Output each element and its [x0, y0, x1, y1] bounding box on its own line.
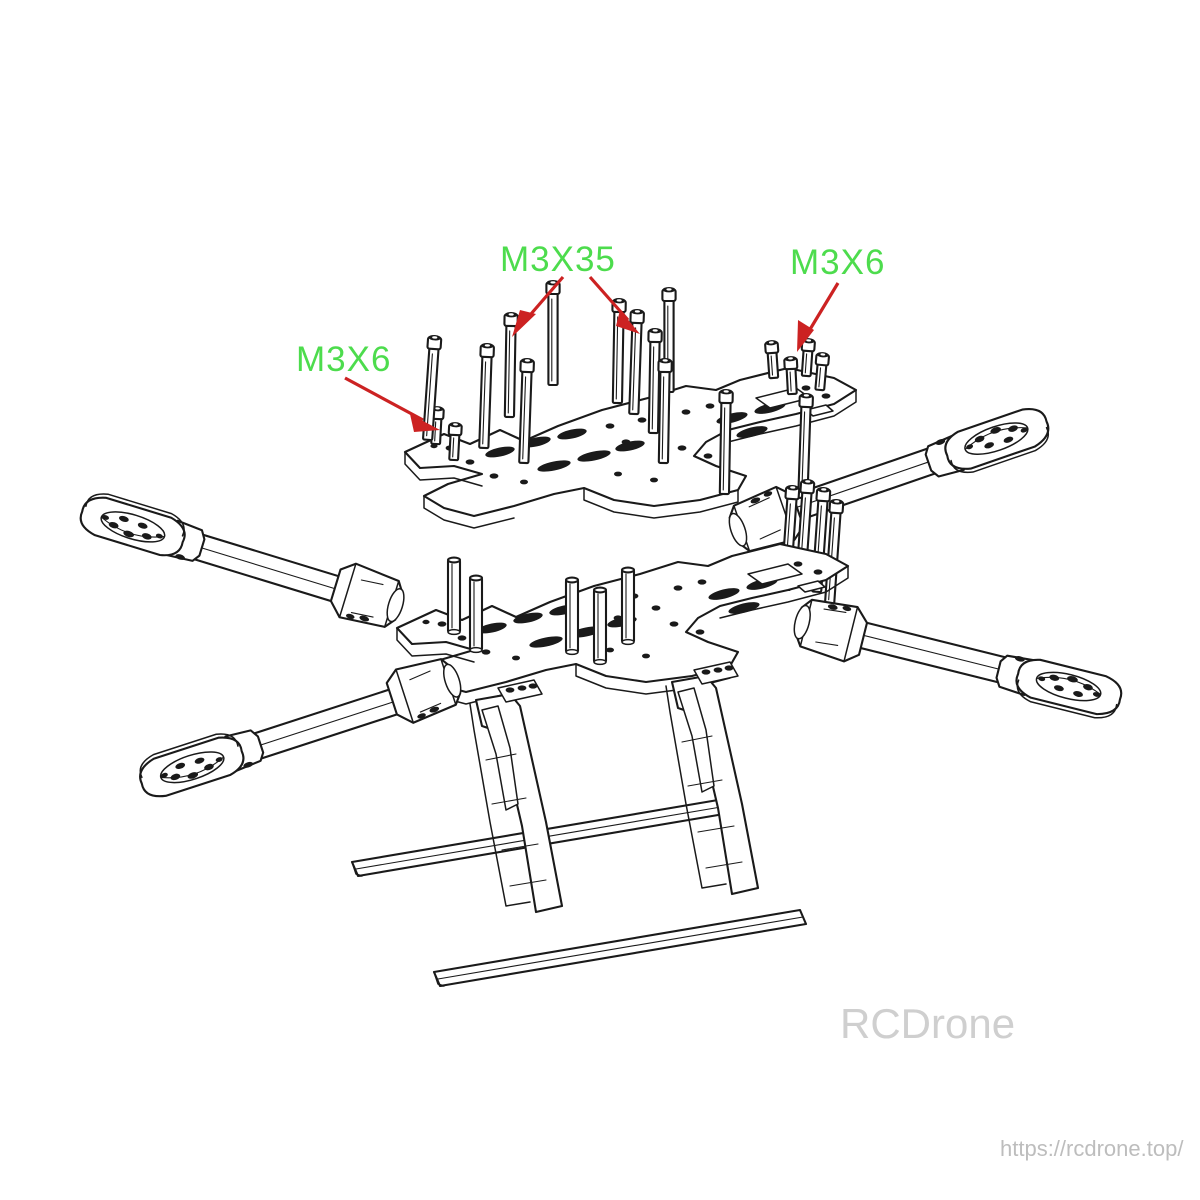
- callout-label-m3x35-main: M3X35: [500, 240, 616, 279]
- callout-label-m3x6-left: M3X6: [296, 340, 392, 379]
- arrow-m3x6-left: [344, 376, 440, 432]
- standoff-4: [592, 586, 608, 666]
- arm-front-right: [722, 397, 1056, 559]
- watermark-brand: RCDrone: [840, 1000, 1016, 1047]
- landing-gear-leg-right: [664, 660, 760, 896]
- standoff-2: [468, 574, 484, 654]
- callout-label-m3x6-right: M3X6: [790, 243, 886, 282]
- standoff-5: [620, 566, 636, 646]
- screw-m3x35-up-2: [476, 341, 496, 450]
- arrow-m3x35-left: [512, 275, 565, 337]
- standoff-1: [446, 556, 462, 636]
- arm-rear-right: [789, 593, 1127, 728]
- landing-skid-rear: [432, 908, 808, 988]
- arm-rear-left: [132, 652, 467, 809]
- standoff-3: [564, 576, 580, 656]
- arrow-m3x35-right: [588, 275, 640, 334]
- watermark-url: https://rcdrone.top/: [1000, 1136, 1184, 1161]
- callout-arrows: [344, 275, 840, 432]
- arrow-m3x6-right: [797, 282, 840, 352]
- landing-gear-leg-left: [468, 678, 564, 914]
- arm-front-left: [74, 483, 410, 634]
